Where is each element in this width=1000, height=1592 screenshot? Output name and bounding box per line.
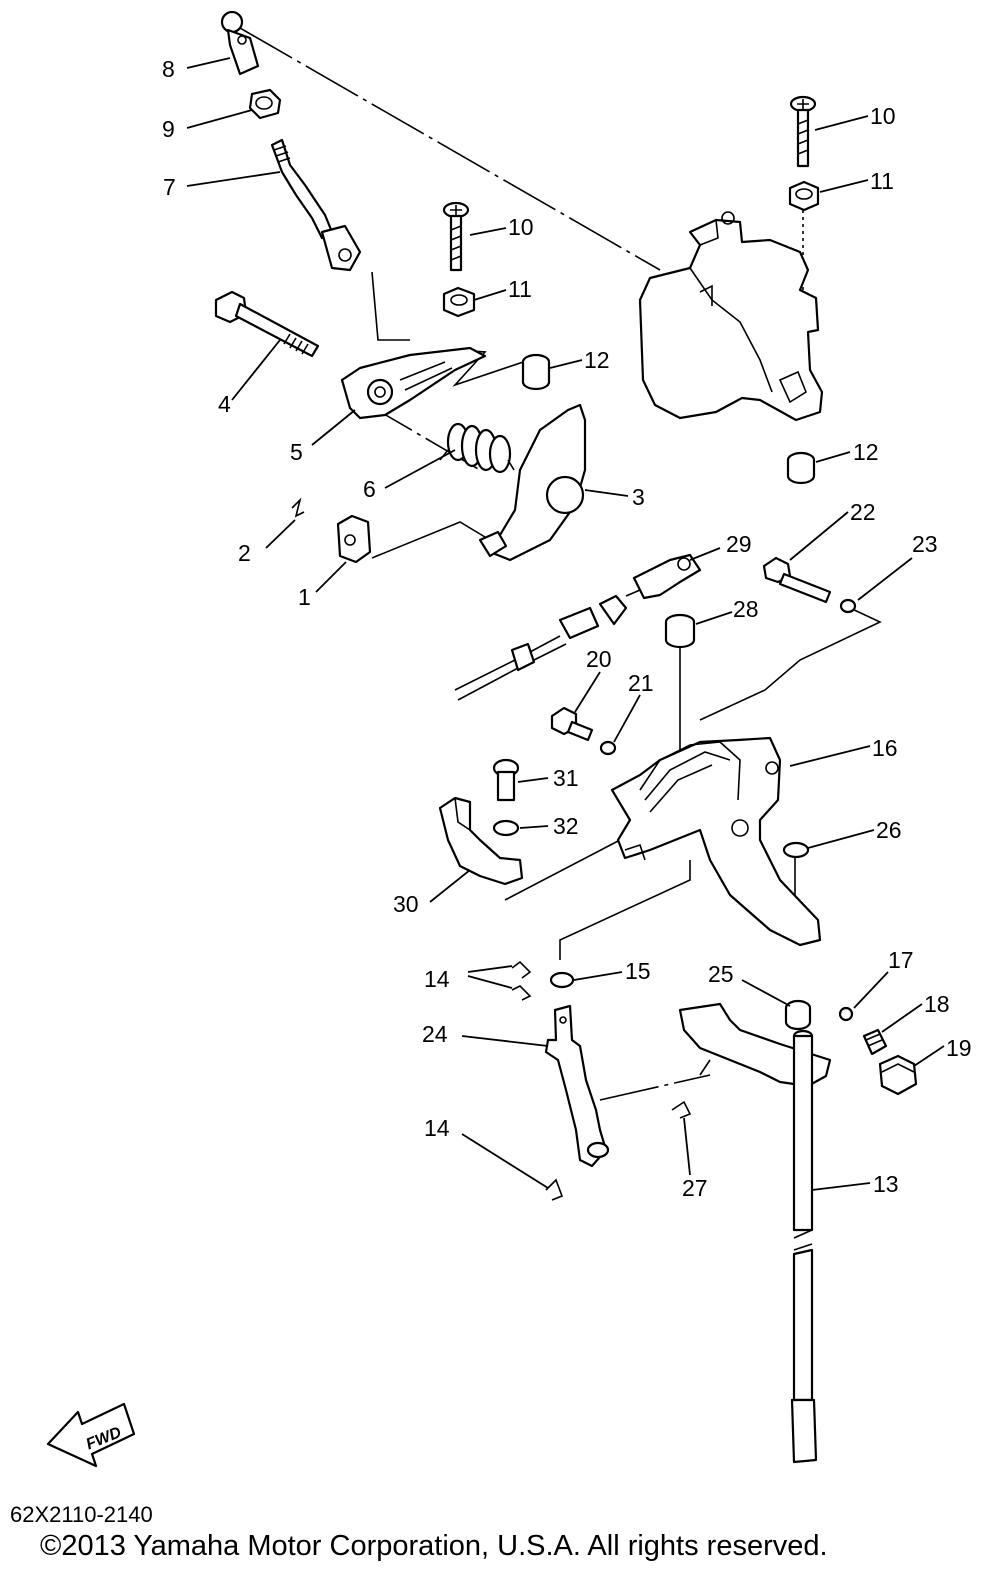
callout-7: 7 <box>163 174 176 200</box>
callout-14-lower: 14 <box>424 1115 450 1141</box>
part-10-screw-upper <box>442 201 470 272</box>
part-9-nut <box>248 88 282 120</box>
part-11-nut-upper <box>442 286 476 318</box>
callout-20: 20 <box>586 646 612 672</box>
part-4-bolt <box>214 290 320 358</box>
part-11-nut-right <box>788 180 820 212</box>
part-15-washer <box>549 971 575 989</box>
part-25-bushing <box>784 999 812 1031</box>
part-31-bolt <box>492 758 520 802</box>
callout-10-upper: 10 <box>508 214 534 240</box>
part-7-rod <box>270 138 362 272</box>
part-12-grommet-upper <box>521 353 551 391</box>
part-6-spring <box>439 422 515 474</box>
part-24-shift-arm <box>544 1004 610 1168</box>
callout-14-upper: 14 <box>424 966 450 992</box>
callout-15: 15 <box>625 958 651 984</box>
part-30-bracket <box>438 796 524 886</box>
part-17-ball <box>838 1006 854 1022</box>
callout-24: 24 <box>422 1021 448 1047</box>
callout-1: 1 <box>298 584 311 610</box>
part-29-cable-joint <box>632 553 702 600</box>
part-27-pin <box>671 1100 692 1119</box>
leader-lines <box>186 57 945 1191</box>
callout-16: 16 <box>872 735 898 761</box>
callout-29: 29 <box>726 531 752 557</box>
callout-21: 21 <box>628 670 654 696</box>
callout-8: 8 <box>162 56 175 82</box>
callout-25: 25 <box>708 961 734 987</box>
bracket-housing <box>638 211 824 422</box>
part-22-bolt <box>762 556 832 604</box>
part-20-bolt <box>550 706 594 742</box>
callout-28: 28 <box>733 596 759 622</box>
part-8-cable-end <box>220 10 260 76</box>
diagram-code: 62X2110-2140 <box>10 1502 153 1527</box>
callout-32: 32 <box>553 813 579 839</box>
callout-3: 3 <box>632 484 645 510</box>
callout-12-upper: 12 <box>584 347 610 373</box>
part-12-grommet-right <box>786 451 816 485</box>
part-32-washer <box>492 819 520 837</box>
callout-19: 19 <box>946 1035 972 1061</box>
callout-11-right: 11 <box>870 168 894 194</box>
shift-cable <box>454 589 641 701</box>
part-16-shift-bracket <box>610 736 822 947</box>
callout-6: 6 <box>363 476 376 502</box>
callout-30: 30 <box>393 891 419 917</box>
callout-12-right: 12 <box>853 439 879 465</box>
shift-plate <box>678 1002 832 1088</box>
callout-18: 18 <box>924 991 950 1017</box>
callout-numbers: 1 2 3 4 5 6 7 8 9 10 10 11 11 12 12 13 1… <box>162 56 972 1201</box>
part-26-washer <box>782 841 810 859</box>
callout-31: 31 <box>553 765 579 791</box>
callout-17: 17 <box>888 947 914 973</box>
part-10-screw-right <box>789 95 817 168</box>
callout-4: 4 <box>218 391 231 417</box>
part-23-washer <box>839 598 857 614</box>
callout-5: 5 <box>290 439 303 465</box>
callout-10-right: 10 <box>870 103 896 129</box>
part-21-washer <box>599 740 617 756</box>
callout-11-upper: 11 <box>508 276 532 302</box>
part-13-shift-rod <box>790 1029 818 1464</box>
copyright-notice: ©2013 Yamaha Motor Corporation, U.S.A. A… <box>40 1530 828 1562</box>
part-1-block <box>336 514 372 564</box>
callout-13: 13 <box>873 1171 899 1197</box>
part-18-spring <box>862 1028 888 1056</box>
part-drawings: FWD <box>46 10 918 1468</box>
callout-22: 22 <box>850 499 876 525</box>
callout-9: 9 <box>162 116 175 142</box>
part-19-plug <box>878 1054 918 1096</box>
fwd-arrow-icon: FWD <box>46 1402 136 1468</box>
part-5-lever <box>340 346 487 420</box>
part-28-collar <box>664 613 696 649</box>
callout-23: 23 <box>912 531 938 557</box>
part-14-clips <box>511 960 564 1201</box>
callout-27: 27 <box>682 1175 708 1201</box>
callout-26: 26 <box>876 817 902 843</box>
callout-2: 2 <box>238 540 251 566</box>
part-2-clip <box>291 497 305 518</box>
part-3-cam <box>478 403 587 562</box>
